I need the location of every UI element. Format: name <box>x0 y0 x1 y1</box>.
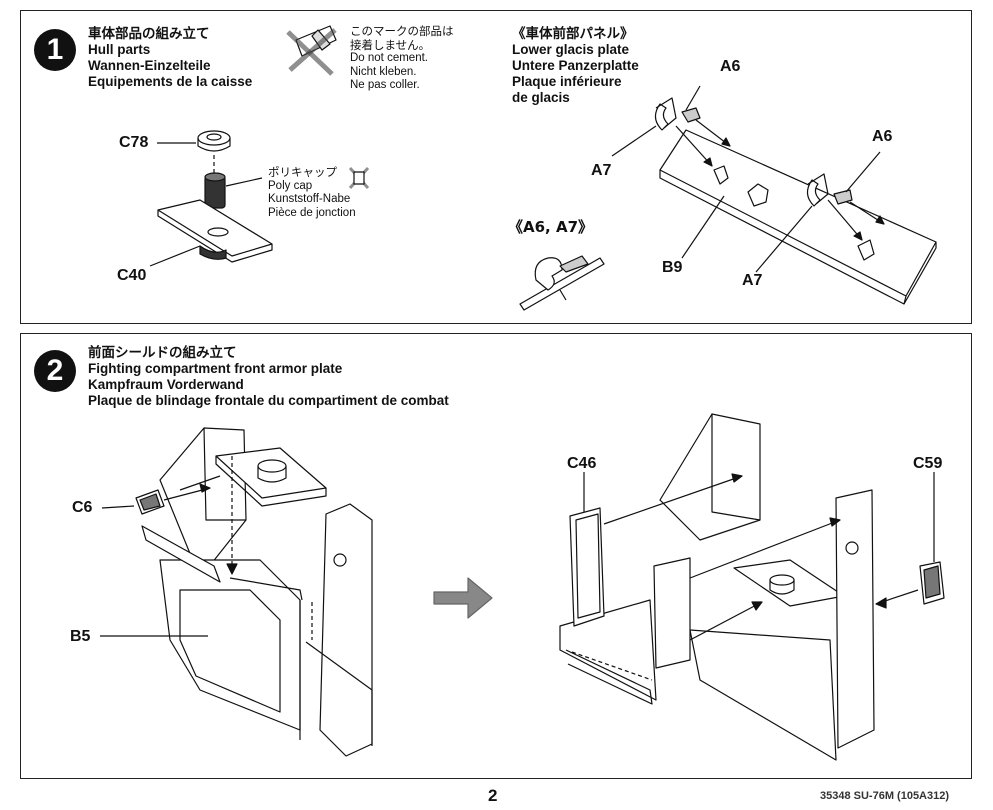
label-c59: C59 <box>913 455 943 472</box>
b9-glacis-plate-icon <box>659 129 937 305</box>
no-cement-note: このマークの部品は 接着しません。 Do not cement. Nicht k… <box>350 24 454 93</box>
no-cement-icon <box>286 25 337 76</box>
poly-cap-fr: Pièce de jonction <box>268 206 356 219</box>
step-2-title-fr: Plaque de blindage frontale du compartim… <box>88 393 449 408</box>
glacis-title-fr-1: Plaque inférieure <box>512 74 622 89</box>
c40-leader <box>149 245 201 267</box>
label-c78: C78 <box>119 134 149 151</box>
no-cement-de: Nicht kleben. <box>350 65 417 78</box>
no-cement-en: Do not cement. <box>350 52 428 64</box>
a6-left-part-icon <box>681 107 701 123</box>
label-b5: B5 <box>70 628 91 645</box>
a7-right-leader <box>755 205 813 273</box>
detail-a6-a7-label: 《A6, A7》 <box>508 218 594 236</box>
step-2-title-en: Fighting compartment front armor plate <box>88 361 343 376</box>
poly-cap-jp: ポリキャップ <box>268 165 337 179</box>
glacis-title-en: Lower glacis plate <box>512 42 630 57</box>
label-a7-left: A7 <box>591 162 612 179</box>
c40-plate-icon <box>157 199 273 263</box>
step-2-title: 前面シールドの組み立て Fighting compartment front a… <box>88 345 449 409</box>
b5-bulkhead-left-icon <box>141 427 373 757</box>
label-a6-left: A6 <box>720 58 741 75</box>
glacis-title-jp: 《車体前部パネル》 <box>512 26 634 42</box>
c6-leader <box>101 505 135 509</box>
poly-cap-leader <box>225 177 263 187</box>
step-2-title-jp: 前面シールドの組み立て <box>88 345 237 361</box>
no-cement-jp-1: このマークの部品は <box>350 24 454 38</box>
page-number: 2 <box>488 786 498 805</box>
poly-cap-de: Kunststoff-Nabe <box>268 193 351 205</box>
step-1-title: 車体部品の組み立て Hull parts Wannen-Einzelteile … <box>88 26 252 90</box>
step-1-title-de: Wannen-Einzelteile <box>88 58 211 73</box>
step-1-number-badge: 1 <box>34 29 76 71</box>
label-c6: C6 <box>72 499 93 516</box>
poly-cap-note: ポリキャップ Poly cap Kunststoff-Nabe Pièce de… <box>268 165 356 220</box>
step-2-right-arrows <box>571 473 919 681</box>
a7-left-leader <box>611 125 657 157</box>
c78-washer-icon <box>197 130 231 152</box>
step-1-title-en: Hull parts <box>88 42 151 57</box>
glacis-title-de: Untere Panzerplatte <box>512 58 639 73</box>
c6-part-icon <box>135 489 165 515</box>
label-a7-right: A7 <box>742 272 763 289</box>
label-a6-right: A6 <box>872 128 893 145</box>
label-c46: C46 <box>567 455 597 472</box>
step-2-title-de: Kampfraum Vorderwand <box>88 377 244 392</box>
product-code: 35348 SU-76M (105A312) <box>820 790 950 802</box>
a6-a7-detail-icon <box>519 255 605 311</box>
poly-cap-icon <box>204 172 226 209</box>
step-1-title-jp: 車体部品の組み立て <box>88 26 210 42</box>
step-2-left-arrows <box>163 456 313 640</box>
poly-cap-no-cement-icon <box>348 166 370 190</box>
step-2-number-badge: 2 <box>34 350 76 392</box>
no-cement-jp-2: 接着しません。 <box>350 37 431 52</box>
a7-right-clip-icon <box>806 173 829 207</box>
assembly-flow-arrow-icon <box>433 577 493 619</box>
a6-right-part-icon <box>833 189 853 205</box>
glacis-arrows <box>675 85 885 241</box>
c46-part-icon <box>569 507 691 669</box>
label-c40: C40 <box>117 267 147 284</box>
b9-leader <box>681 195 725 259</box>
step-1-title-fr: Equipements de la caisse <box>88 74 253 89</box>
poly-cap-en: Poly cap <box>268 179 313 192</box>
glacis-title: 《車体前部パネル》 Lower glacis plate Untere Panz… <box>512 26 639 106</box>
no-cement-fr: Ne pas coller. <box>350 79 420 91</box>
glacis-title-fr-2: de glacis <box>512 90 570 105</box>
b5-bulkhead-right-icon <box>559 413 875 761</box>
c59-part-icon <box>919 561 945 605</box>
label-b9: B9 <box>662 259 683 276</box>
a7-left-clip-icon <box>654 97 677 131</box>
step-1-panel <box>20 10 972 324</box>
